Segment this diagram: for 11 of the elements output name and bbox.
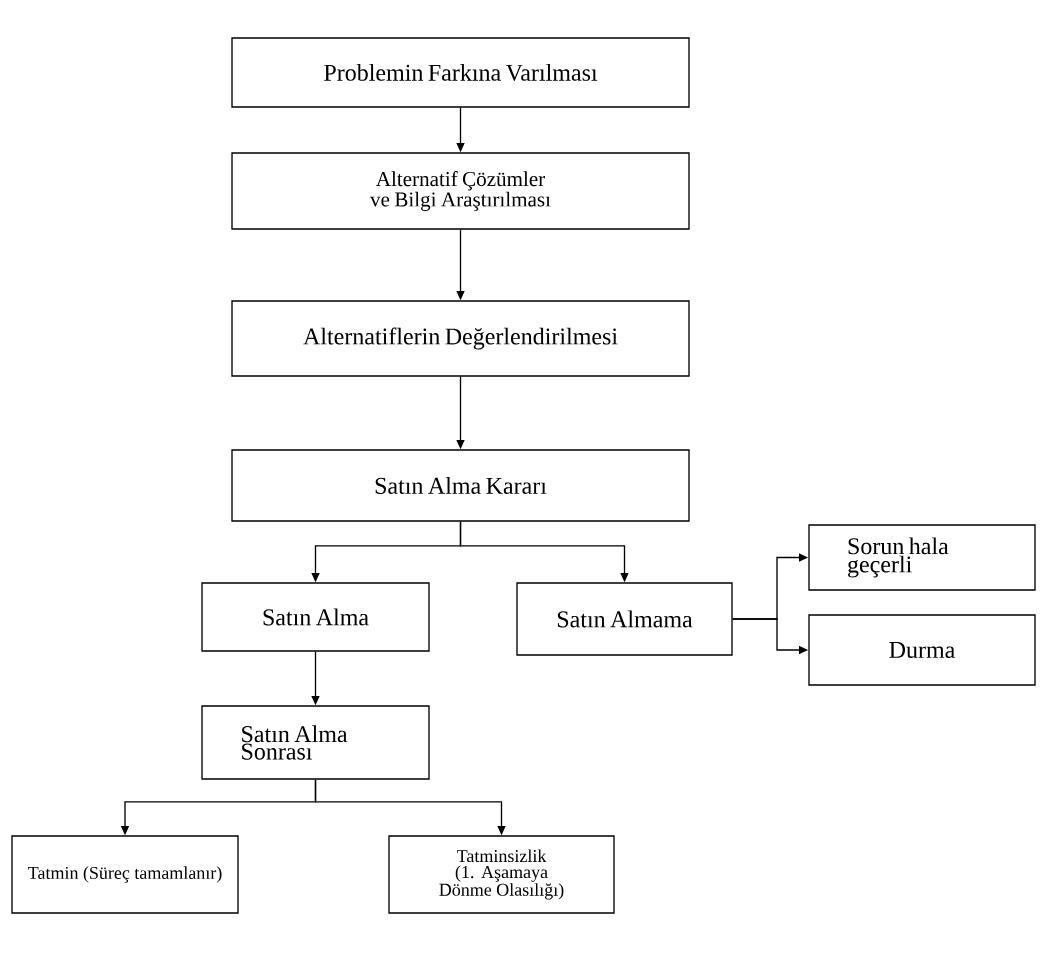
process-box: Problemin Farkına Varılması [231,37,690,108]
process-box: Sorun hala geçerli [808,524,1036,591]
process-box: Satın Alma [201,582,430,652]
process-box: Satın Alma Kararı [231,449,690,522]
process-box: Satın Alma Sonrası [201,705,430,780]
process-box: Alternatif Çözümler ve Bilgi Araştırılması [231,152,690,230]
process-box: Durma [808,614,1036,686]
process-box: Tatmin (Süreç tamamlanır) [11,835,239,914]
process-box: Satın Almama [516,582,733,656]
process-box: Tatminsizlik (1. Aşamaya Dönme Olasılığı) [388,835,615,914]
process-box: Alternatiflerin Değerlendirilmesi [231,300,690,377]
